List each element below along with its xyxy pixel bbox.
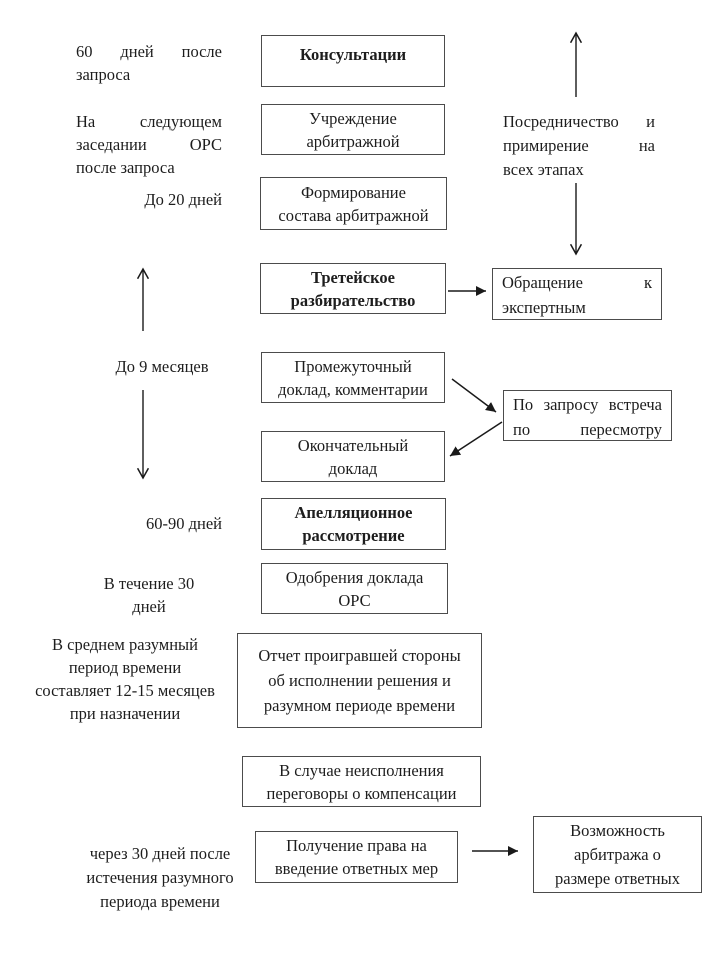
interim-to-review-arrow (451, 378, 497, 413)
stage-box-retaliation-right: Получение права на введение ответных мер (255, 831, 458, 883)
timeline-label-adoption: В течение 30 дней (103, 574, 195, 616)
review-to-final-arrow (449, 421, 503, 457)
stage-box-consultations: Консультации (261, 35, 445, 87)
stage-box-establishment: Учреждение арбитражной (261, 104, 445, 155)
stage-box-losing-party-report: Отчет проигравшей стороны об исполнении … (237, 633, 482, 728)
stage-box-interim-report: Промежуточный доклад, комментарии (261, 352, 445, 403)
stage-box-final-report: Окончательный доклад (261, 431, 445, 482)
timeline-label-retaliation: через 30 дней после истечения разумного … (86, 844, 234, 911)
timeline-label-panel: До 9 месяцев (115, 357, 209, 376)
stage-box-non-compliance: В случае неисполнения переговоры о компе… (242, 756, 481, 807)
stage-box-panel-proceedings: Третейское разбирательство (260, 263, 446, 314)
stage-box-appeal: Апелляционное рассмотрение (261, 498, 446, 550)
side-box-arbitration-size: Возможность арбитража о размере ответных (533, 816, 702, 893)
timeline-label-formation: До 20 дней (144, 190, 222, 209)
stage-box-formation: Формирование состава арбитражной (260, 177, 447, 230)
stage-box-report-adoption: Одобрения доклада ОРС (261, 563, 448, 614)
timeline-label-appeal: 60-90 дней (146, 514, 222, 533)
timeline-label-average-period: В среднем разумный период времени состав… (35, 635, 215, 723)
